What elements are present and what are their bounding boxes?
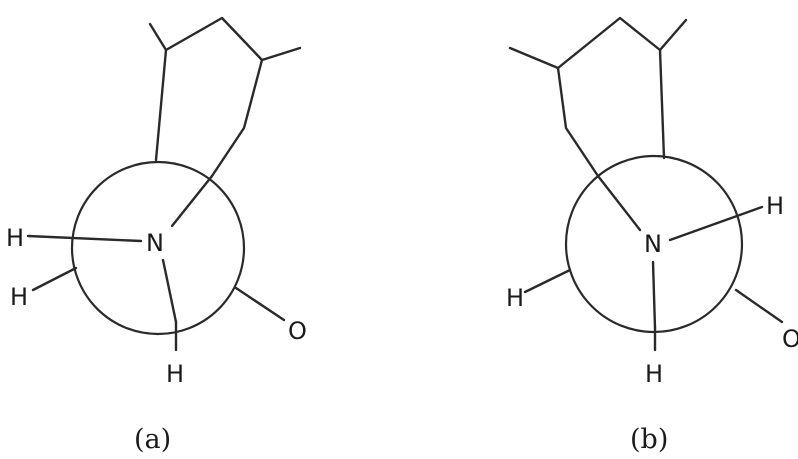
- n-h-bond-a: [26, 234, 143, 243]
- n-to-ring-bond-a: [170, 174, 214, 228]
- n-ch2-bond-a: [161, 258, 178, 324]
- n-ch2-bond-b: [651, 260, 657, 330]
- projection-a: N H H H O (a): [6, 16, 307, 455]
- atom-o-a: O: [288, 317, 307, 345]
- atom-n-b: N: [644, 230, 662, 258]
- n-to-ring-bond-b: [596, 174, 642, 232]
- methyl-bond-b-left: [508, 46, 560, 70]
- carbonyl-bond-a: [234, 286, 286, 322]
- projection-b: N H H H O (b): [506, 16, 798, 455]
- atom-o-b: O: [782, 325, 798, 353]
- n-h-bond-b: [668, 205, 764, 242]
- atom-h-b-bottom: H: [645, 360, 663, 388]
- atom-h-b-left: H: [506, 284, 524, 312]
- ring-skeleton-b: [556, 16, 666, 178]
- atom-h-a-bottom: H: [166, 360, 184, 388]
- atom-h-a-left-bottom: H: [10, 283, 28, 311]
- caption-b: (b): [630, 424, 668, 455]
- methyl-bond-a-left: [148, 22, 168, 52]
- methyl-bond-a-right: [260, 46, 302, 62]
- h-bond-a-lower-left: [31, 266, 78, 292]
- caption-a: (a): [134, 424, 171, 455]
- atom-h-a-left-top: H: [6, 224, 24, 252]
- h-bond-b-lower-left: [523, 268, 572, 294]
- atom-h-b-right: H: [766, 192, 784, 220]
- newman-circle-a: [70, 160, 246, 336]
- atom-n-a: N: [146, 229, 164, 257]
- methyl-bond-b-right: [658, 18, 688, 52]
- ring-skeleton-a: [154, 16, 264, 178]
- carbonyl-bond-b: [734, 288, 784, 324]
